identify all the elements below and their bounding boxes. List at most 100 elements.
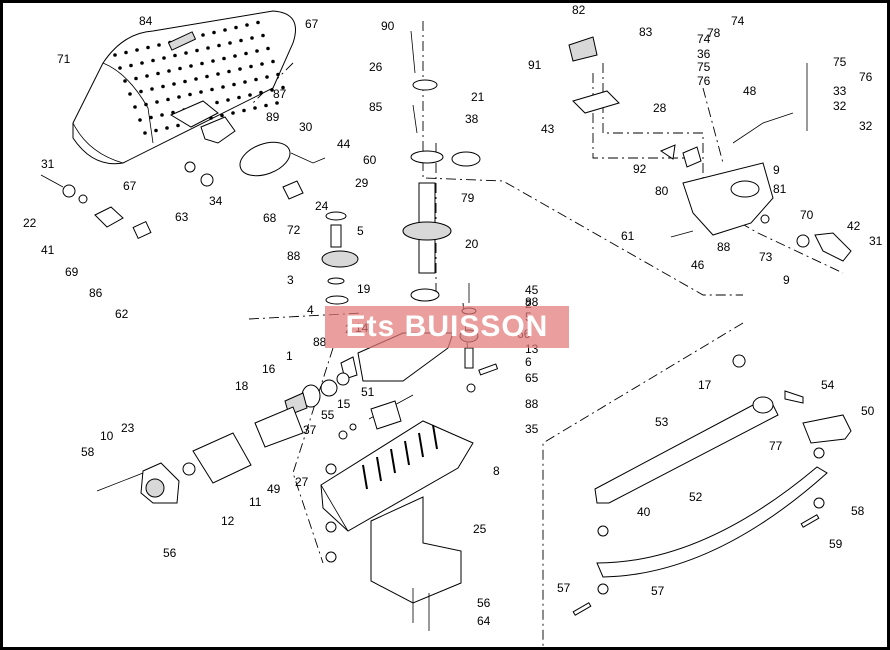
perforation-hole (118, 66, 122, 70)
part-number-label: 25 (473, 522, 487, 536)
perforation-hole (123, 79, 127, 83)
part-number-label: 69 (65, 265, 79, 279)
part-number-label: 82 (572, 3, 586, 17)
perforation-hole (237, 95, 241, 100)
perforation-hole (194, 77, 198, 81)
part-number-label: 88 (717, 240, 731, 254)
part-number-label: 54 (821, 378, 835, 392)
tray-rib (390, 448, 396, 474)
perforation-hole (220, 113, 224, 118)
part-number-labels: 84 67 90 82 83 74 78 74 75 71 26 91 36 7… (23, 3, 883, 628)
perforation-hole (210, 87, 214, 92)
part-number-label: 79 (461, 191, 475, 205)
watermark: Ets BUISSON (325, 306, 569, 348)
perforation-hole (215, 100, 219, 105)
part-24-pinion (282, 180, 304, 200)
part-number-label: 12 (221, 514, 235, 528)
part-5-washer (325, 211, 347, 221)
perforation-hole (217, 43, 221, 48)
perforation-hole (233, 54, 237, 58)
perforation-hole (222, 56, 226, 61)
part-number-label: 9 (783, 273, 790, 287)
part-2-washer (327, 277, 345, 285)
part-number-label: 15 (337, 397, 351, 411)
part-43-bracket (200, 116, 236, 144)
part-number-label: 22 (23, 216, 37, 230)
part-number-label: 49 (267, 482, 281, 496)
part-number-label: 84 (139, 14, 153, 28)
part-58-washer-upper (813, 447, 825, 459)
part-number-label: 53 (655, 415, 669, 429)
perforation-hole (146, 45, 150, 50)
part-number-label: 87 (273, 87, 287, 101)
part-1-circlip (336, 372, 350, 386)
part-number-label: 65 (525, 371, 539, 385)
part-number-label: 16 (262, 362, 276, 376)
part-13-seal (320, 379, 338, 397)
part-number-label: 73 (759, 250, 773, 264)
perforation-hole (206, 46, 210, 50)
part-50-arm (594, 400, 779, 504)
part-number-label: 38 (465, 112, 479, 126)
part-number-label: 18 (235, 379, 249, 393)
part-number-label: 5 (357, 224, 364, 238)
perforation-hole (176, 123, 180, 128)
part-number-label: 78 (707, 26, 721, 40)
part-number-label: 3 (287, 273, 294, 287)
perforation-hole (254, 77, 258, 82)
part-number-label: 88 (525, 295, 539, 309)
part-9-bearing-lower (410, 288, 440, 302)
part-number-label: 34 (209, 194, 223, 208)
perforation-hole (243, 80, 247, 84)
part-number-label: 72 (287, 223, 301, 237)
perforation-hole (184, 51, 188, 55)
perforation-hole (154, 128, 158, 133)
part-33-cable (732, 112, 794, 144)
assembly-line (542, 322, 744, 647)
perforation-hole (166, 97, 170, 102)
part-number-label: 80 (655, 184, 669, 198)
perforation-hole (281, 85, 285, 90)
part-number-label: 81 (773, 182, 787, 196)
part-number-label: 41 (41, 243, 55, 257)
part-85-ring (412, 79, 438, 91)
part-number-label: 71 (57, 52, 71, 66)
part-number-label: 10 (100, 429, 114, 443)
part-number-label: 17 (698, 378, 712, 392)
part-number-label: 91 (528, 58, 542, 72)
part-number-label: 76 (697, 74, 711, 88)
perforation-hole (276, 72, 280, 77)
part-20-gear (321, 250, 359, 268)
perforation-hole (265, 75, 269, 79)
perforation-hole (149, 115, 153, 120)
perforation-hole (155, 100, 159, 104)
perforation-hole (238, 67, 242, 71)
part-number-label: 60 (363, 153, 377, 167)
perforation-hole (160, 113, 164, 117)
part-number-label: 56 (477, 596, 491, 610)
part-number-label: 88 (525, 397, 539, 411)
part-number-label: 40 (637, 505, 651, 519)
perforation-hole (232, 82, 236, 87)
part-number-label: 32 (859, 119, 873, 133)
part-number-label: 76 (859, 70, 873, 84)
part-number-label: 21 (471, 90, 485, 104)
part-53-pin (784, 390, 804, 404)
part-number-label: 48 (743, 84, 757, 98)
part-number-label: 4 (307, 303, 314, 317)
part-number-label: 75 (697, 60, 711, 74)
part-87-screws (412, 104, 418, 134)
perforation-hole (157, 43, 161, 47)
perforation-hole (212, 30, 216, 35)
perforation-hole (183, 79, 187, 84)
part-55-bracket (802, 414, 852, 444)
perforation-hole (239, 38, 243, 43)
part-52-tray-edge (320, 484, 349, 532)
part-56-washer-left (597, 583, 609, 595)
part-number-label: 1 (286, 349, 293, 363)
perforation-hole (140, 61, 144, 65)
assembly-line (422, 21, 743, 296)
perforation-hole (227, 69, 231, 74)
part-number-label: 2 (525, 297, 532, 311)
